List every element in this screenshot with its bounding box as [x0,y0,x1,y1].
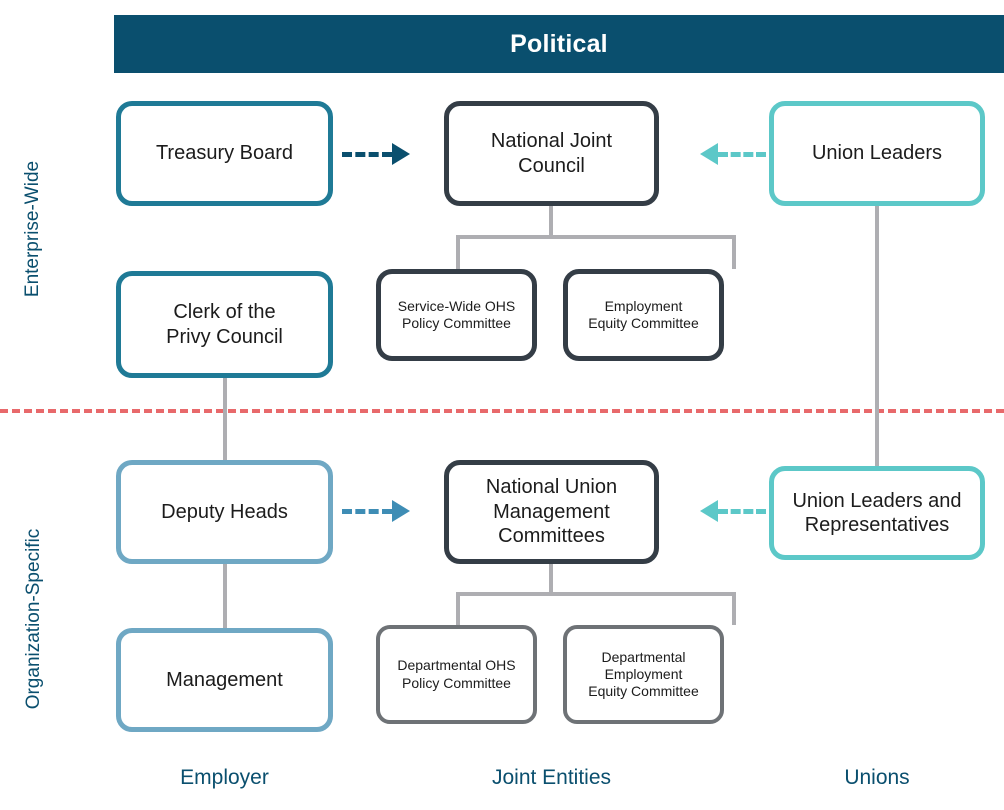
band-label-organization-specific: Organization-Specific [23,528,44,710]
node-label: Clerk of the Privy Council [166,300,283,349]
node-label: Service-Wide OHS Policy Committee [398,298,515,332]
connector-njc-bar [456,235,736,239]
arrow-treasury-board-to-national-joint-council [342,143,410,165]
node-label-line2: Privy Council [166,325,283,348]
arrow-head-left-icon [700,500,718,522]
connector-numc-left-drop [456,592,460,625]
node-label-line2: Policy Committee [402,674,511,691]
connector-clerk-to-deputy-heads [223,378,227,468]
arrow-stem [342,508,392,514]
node-label: Deputy Heads [161,500,288,523]
connector-numc-right-drop [732,592,736,625]
node-label: Union Leaders and Representatives [792,489,961,538]
column-caption-employer: Employer [180,766,269,789]
column-caption-joint-entities: Joint Entities [491,766,612,789]
arrow-head-right-icon [392,500,410,522]
node-label: National Union Management Committees [486,475,617,548]
node-label: Management [166,668,283,691]
political-banner: Political [114,15,1004,73]
node-label-line3: Committees [498,525,605,548]
connector-deputy-heads-to-management [223,564,227,629]
node-clerk-of-the-privy-council[interactable]: Clerk of the Privy Council [116,271,333,378]
connector-union-leaders-to-union-reps [875,206,879,468]
node-national-union-management-committees[interactable]: National Union Management Committees [444,460,659,564]
banner-title: Political [510,29,608,58]
node-label-line1: Service-Wide OHS [397,297,516,314]
node-label: Employment Equity Committee [588,298,698,332]
column-caption-unions: Unions [844,766,910,789]
node-label-line1: Union Leaders and [792,489,962,512]
connector-njc-left-drop [456,235,460,269]
band-label-enterprise-wide: Enterprise-Wide [22,160,43,298]
arrow-head-left-icon [700,143,718,165]
arrow-deputy-heads-to-national-union-management-committees [342,500,410,522]
node-national-joint-council[interactable]: National Joint Council [444,101,659,206]
node-union-leaders[interactable]: Union Leaders [769,101,985,206]
node-label-line1: National Joint [490,130,613,153]
arrow-union-leaders-to-national-joint-council [700,143,766,165]
connector-njc-right-drop [732,235,736,269]
arrow-union-leaders-and-representatives-to-national-union-management-committees [700,500,766,522]
node-departmental-ohs-policy-committee[interactable]: Departmental OHS Policy Committee [376,625,537,724]
node-label-line1: National Union [485,476,618,499]
node-departmental-employment-equity-committee[interactable]: Departmental Employment Equity Committee [563,625,724,724]
node-employment-equity-committee[interactable]: Employment Equity Committee [563,269,724,361]
node-management[interactable]: Management [116,628,333,732]
node-label: Departmental Employment Equity Committee [588,649,698,700]
node-label-line1: Employment [604,297,683,314]
node-label: Departmental OHS Policy Committee [397,657,515,691]
node-label: Union Leaders [811,142,943,165]
node-label: National Joint Council [491,129,612,178]
node-deputy-heads[interactable]: Deputy Heads [116,460,333,564]
node-label-line1: Departmental OHS [397,657,516,674]
node-label-line2: Management [493,500,610,523]
node-service-wide-ohs-policy-committee[interactable]: Service-Wide OHS Policy Committee [376,269,537,361]
node-label-line2: Policy Committee [402,315,511,331]
connector-numc-stem [549,564,553,594]
node-treasury-board[interactable]: Treasury Board [116,101,333,206]
node-label-line3: Equity Committee [588,683,699,700]
node-label-line2: Equity Committee [588,315,699,331]
section-divider-dashed [0,409,1004,413]
node-union-leaders-and-representatives[interactable]: Union Leaders and Representatives [769,466,985,560]
connector-njc-stem [549,206,553,238]
arrow-stem [342,151,392,157]
arrow-stem [718,508,766,514]
node-label-line2: Representatives [804,514,950,536]
node-label-line2: Council [518,154,585,177]
node-label-line1: Clerk of the [173,301,276,324]
node-label-line1: Departmental [601,648,686,665]
node-label-line2: Employment [604,665,683,682]
connector-numc-bar [456,592,736,596]
arrow-head-right-icon [392,143,410,165]
arrow-stem [718,151,766,157]
node-label: Treasury Board [155,142,294,165]
